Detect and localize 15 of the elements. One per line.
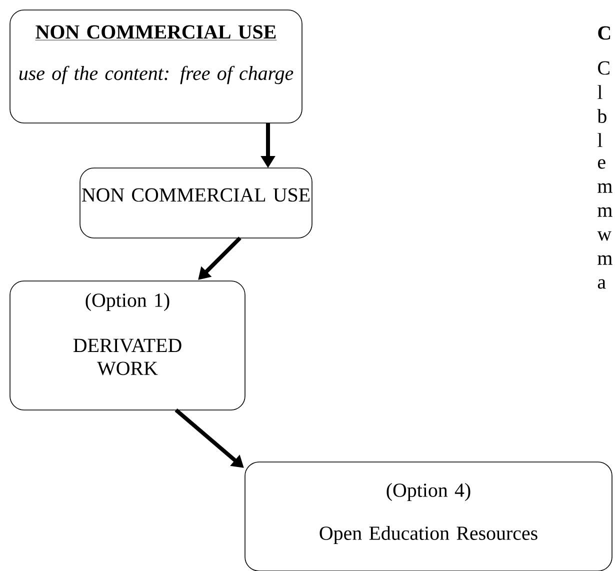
text-fragment: C [598,61,610,75]
process-box: (Option 1) DERIVATED WORK [10,280,246,410]
text-fragment: w [597,231,612,241]
text-fragment: l [598,85,602,99]
process-box: NON COMMERCIAL USE [80,168,312,238]
text-fragment: m [598,255,612,265]
text-fragment: e [598,159,606,169]
process-box: NON COMMERCIAL USE use of the content: free of charge [10,10,302,124]
process-box: (Option 4) Open Education Resources [244,462,612,571]
text-fragment: C [598,26,610,40]
text-fragment: m [598,183,612,193]
text-fragment: b [597,108,606,123]
text-fragment: a [598,279,606,289]
text-fragment: m [598,207,612,217]
text-fragment: l [598,133,602,147]
